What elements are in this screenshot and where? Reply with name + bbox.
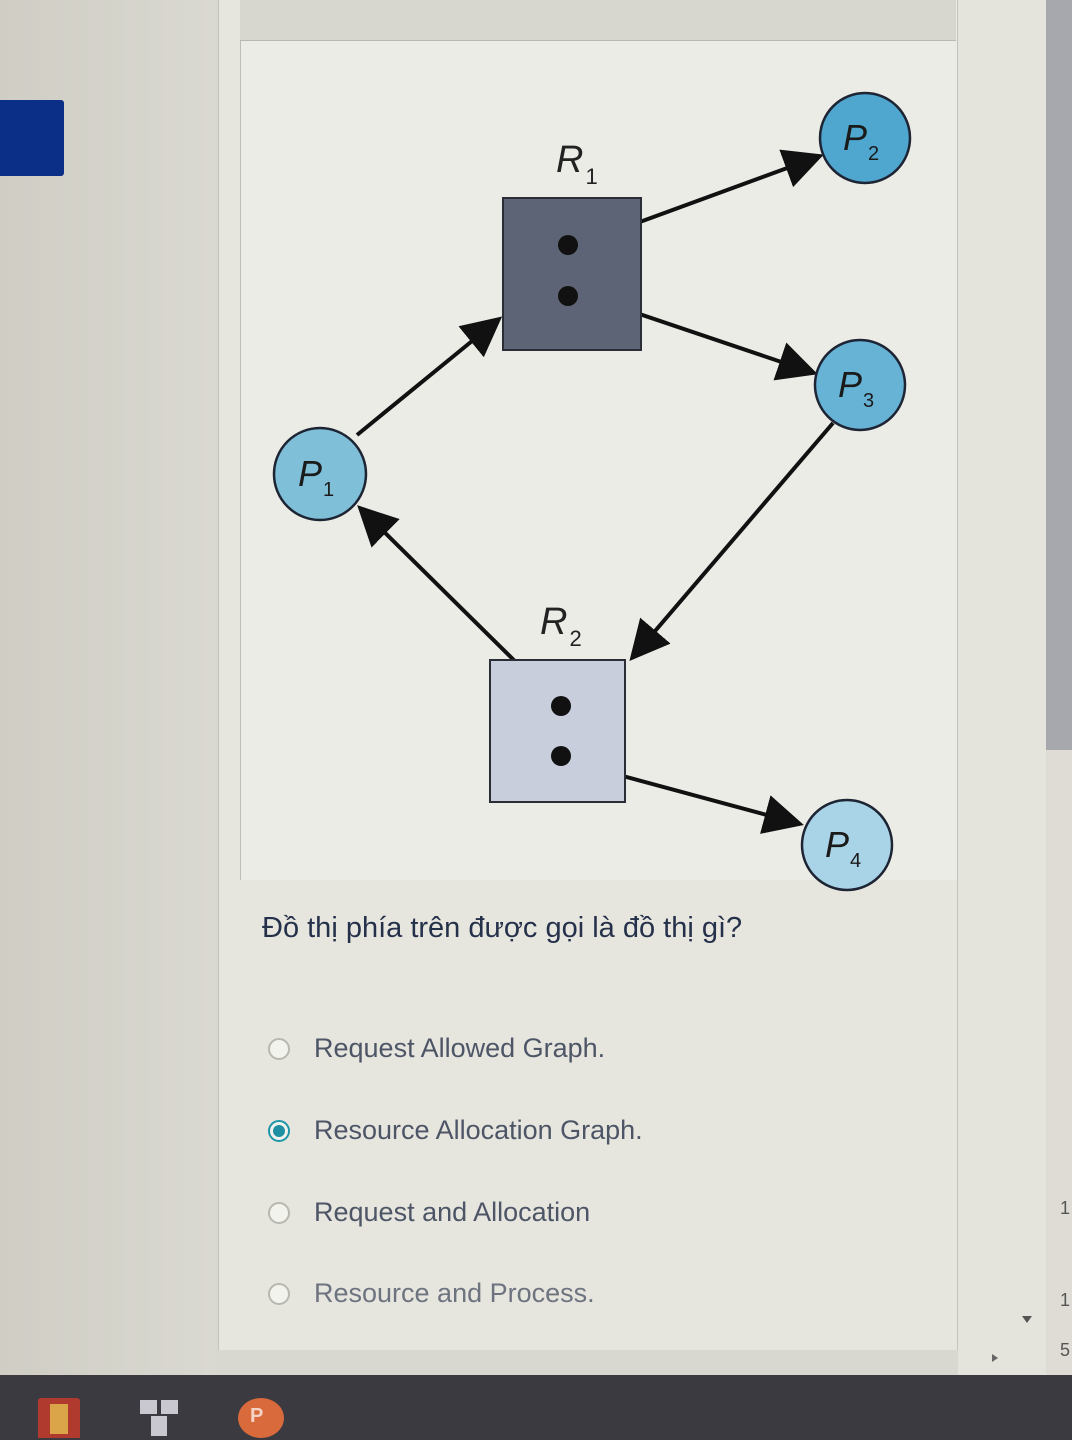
powerpoint-letter: P: [250, 1405, 264, 1427]
process-node-p4: [800, 798, 894, 892]
image-top-strip: [240, 0, 956, 41]
edge-digit: 5: [1060, 1340, 1071, 1360]
edge-p1-r1: [355, 316, 503, 437]
option-request-allowed-graph[interactable]: Request Allowed Graph.: [268, 1033, 605, 1064]
resource-instance-dot: [551, 696, 571, 716]
resource-label: R1: [556, 139, 598, 189]
radio-button[interactable]: [268, 1282, 290, 1305]
option-label: Resource and Process.: [314, 1278, 595, 1308]
edge-p3-r2: [629, 421, 835, 662]
edge-r2-p1: [357, 505, 544, 690]
app-grid-icon[interactable]: [138, 1398, 180, 1438]
process-node-p3: [813, 338, 907, 432]
option-request-and-allocation[interactable]: Request and Allocation: [268, 1197, 590, 1228]
resource-instance-dot: [558, 286, 578, 306]
option-resource-allocation-graph[interactable]: Resource Allocation Graph.: [268, 1115, 643, 1146]
resource-label: R2: [540, 601, 582, 651]
powerpoint-icon[interactable]: P: [238, 1398, 284, 1438]
scroll-right-arrow-icon[interactable]: [992, 1354, 998, 1362]
resource-instance-dot: [558, 235, 578, 255]
resource-instance-dot: [551, 746, 571, 766]
radio-button[interactable]: [268, 1201, 290, 1224]
radio-button-selected[interactable]: [268, 1119, 290, 1142]
question-text: Đồ thị phía trên được gọi là đồ thị gì?: [262, 912, 743, 944]
edge-digit: 1: [1060, 1198, 1071, 1218]
resource-node-r1: [502, 197, 642, 351]
left-panel: [0, 0, 215, 1375]
taskbar: [0, 1375, 1072, 1440]
process-node-p2: [818, 91, 912, 185]
file-explorer-icon[interactable]: [38, 1398, 80, 1438]
edge-digit: 1: [1060, 1290, 1071, 1310]
radio-button[interactable]: [268, 1037, 290, 1060]
nav-menu-block[interactable]: [0, 100, 64, 176]
option-label: Request Allowed Graph.: [314, 1033, 606, 1063]
option-label: Resource Allocation Graph.: [314, 1115, 643, 1145]
resource-node-r2: [489, 659, 626, 803]
scrollbar-thumb[interactable]: [1046, 0, 1072, 750]
option-resource-and-process[interactable]: Resource and Process.: [268, 1278, 595, 1309]
scroll-down-arrow-icon[interactable]: [1022, 1316, 1032, 1323]
process-node-p1: [272, 426, 368, 522]
option-label: Request and Allocation: [314, 1197, 591, 1227]
